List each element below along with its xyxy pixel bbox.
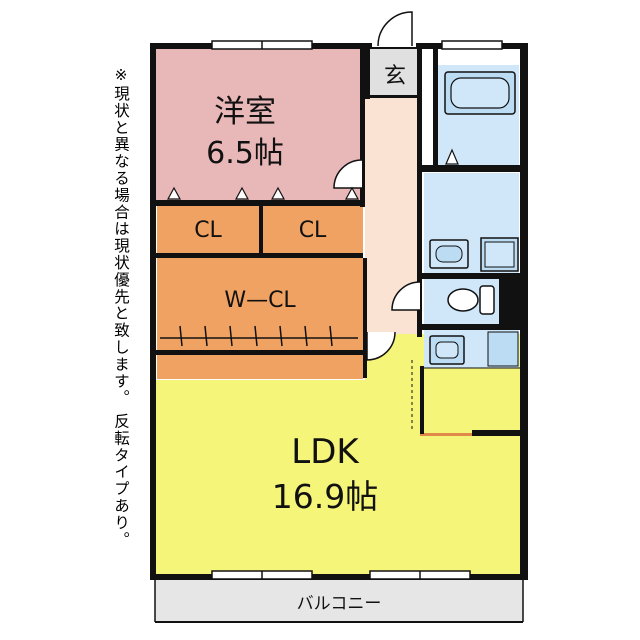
- cl-right-label: CL: [298, 218, 327, 243]
- ldk-room: [155, 380, 523, 575]
- balcony-area: [155, 580, 523, 622]
- cl-left-room: [157, 206, 259, 253]
- ldk-name: LDK: [291, 432, 359, 472]
- cl-right-room: [262, 206, 363, 253]
- youshitsu-room: [155, 47, 365, 202]
- genkan-label: 玄: [383, 64, 406, 89]
- wcl-room: [157, 258, 363, 350]
- youshitsu-door-swing: [333, 159, 363, 189]
- entrance-door-swing: [377, 11, 413, 47]
- balcony-label: バルコニー: [296, 593, 382, 614]
- wcl-label: W—CL: [224, 287, 296, 313]
- toilet-bowl: [447, 288, 479, 312]
- ldk-size: 16.9帖: [271, 477, 379, 516]
- cl-left-label: CL: [194, 218, 222, 243]
- youshitsu-name: 洋室: [214, 93, 276, 130]
- youshitsu-size: 6.5帖: [206, 136, 284, 171]
- storage-strip: [157, 355, 363, 379]
- disclaimer-note: ※現状と異なる場合は現状優先と致します。 反転タイプあり。: [112, 66, 130, 549]
- toilet-door-swing: [391, 281, 421, 311]
- kitchen-stove: [487, 331, 519, 367]
- genkan-area: [370, 48, 420, 98]
- ldk-door-swing: [366, 331, 396, 361]
